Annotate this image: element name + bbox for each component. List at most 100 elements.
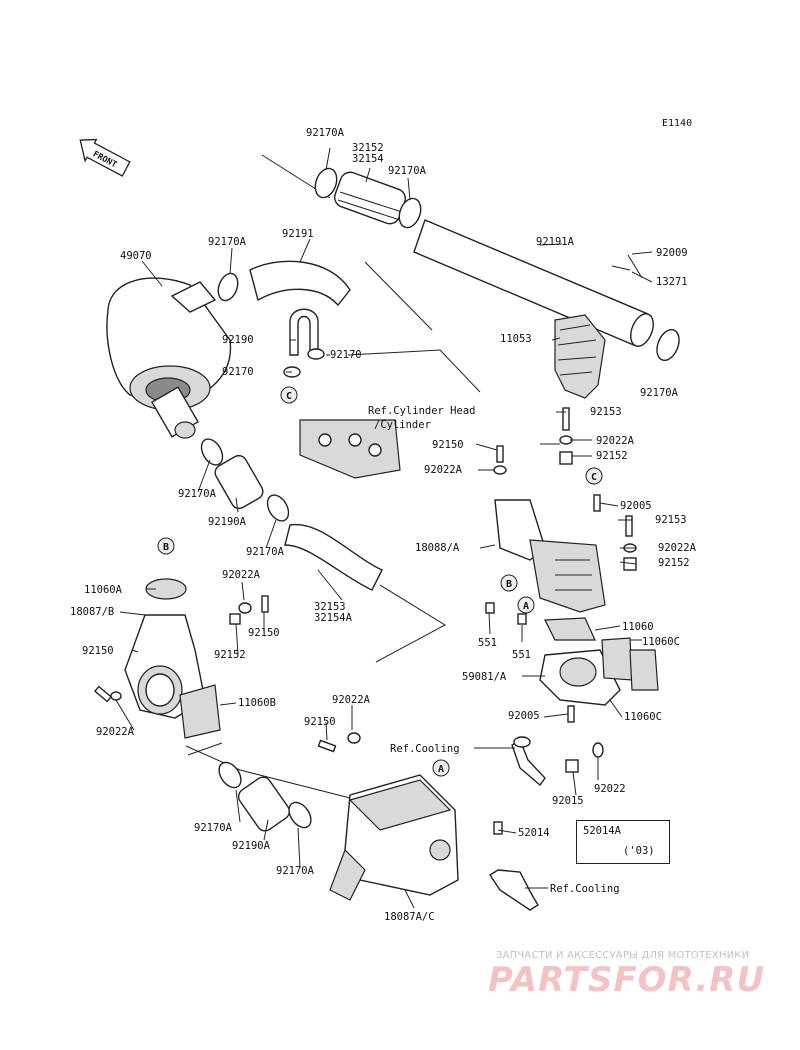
pin-551: [517, 613, 527, 625]
plug-52014: [493, 821, 503, 835]
pipe-32153: [284, 523, 383, 591]
part-label: 92005: [508, 710, 540, 722]
svg-text:A: A: [523, 601, 529, 612]
exhaust-pipe-18088A: [494, 499, 606, 613]
part-label: 92022A: [222, 569, 261, 581]
part-label: 92170A: [306, 127, 345, 139]
part-label: 52014: [518, 827, 550, 839]
hose-92191: [249, 260, 351, 307]
guide-line: [364, 261, 433, 331]
part-label: 92190: [222, 334, 254, 346]
part-label: 92190A: [208, 516, 247, 528]
clamp-92170A: [656, 328, 680, 362]
gasket-11060: [544, 617, 596, 641]
part-label: 11060A: [84, 584, 123, 596]
collar-92152: [229, 613, 241, 625]
callout-b-right: B: [500, 574, 518, 592]
part-label: 92022A: [596, 435, 635, 447]
callout-c-right: C: [585, 467, 603, 485]
leader-line: [115, 147, 653, 909]
part-label: 92152: [596, 450, 628, 462]
heat-shield-11053: [554, 314, 606, 399]
plug-92015: [565, 759, 579, 773]
part-label: 11053: [500, 333, 532, 345]
part-label: 92022A: [424, 464, 463, 476]
part-label: Ref.Cylinder Head: [368, 405, 475, 417]
clamp: [513, 736, 531, 748]
part-label: 551: [478, 637, 497, 649]
callout-c-top: C: [280, 386, 298, 404]
clamp-92170A: [314, 167, 338, 199]
washer-92022A: [493, 465, 507, 475]
part-label: 92170A: [388, 165, 427, 177]
gasket-11060C: [601, 637, 633, 681]
part-label: 92009: [656, 247, 688, 259]
note-box: 52014A ('03): [576, 820, 670, 864]
bolt-92150: [317, 739, 337, 753]
bolt-92150: [496, 445, 504, 463]
clamp-92170A: [217, 272, 239, 302]
bolt-92150: [93, 685, 113, 703]
svg-text:B: B: [163, 542, 169, 553]
part-label: 92191A: [536, 236, 575, 248]
part-label: 92170A: [208, 236, 247, 248]
part-label: 18088/A: [415, 542, 460, 554]
fitting-92005: [593, 494, 601, 512]
part-label: Ref.Cooling: [550, 883, 620, 895]
part-label: 92005: [620, 500, 652, 512]
exhaust-manifold-18087B: [124, 614, 206, 719]
bolt-92009: [627, 254, 643, 279]
manifold-59081A: [539, 649, 621, 706]
svg-text:C: C: [591, 472, 597, 483]
clamp-92170A: [218, 761, 242, 789]
guide-line: [187, 742, 223, 756]
part-label: 92191: [282, 228, 314, 240]
clamp-92170A: [288, 801, 312, 829]
part-label: 92022A: [658, 542, 697, 554]
clamp-92170: [307, 348, 325, 360]
pin-551: [485, 602, 495, 614]
callout-b-left: B: [157, 537, 175, 555]
guide-line: [375, 584, 447, 663]
watermark-subtitle: ЗАПЧАСТИ И АКСЕССУАРЫ ДЛЯ МОТОТЕХНИКИ: [496, 950, 750, 961]
cylinder-head: [299, 419, 401, 479]
part-label: 32154: [352, 153, 384, 165]
cooling-hose: [511, 738, 546, 787]
part-label: 49070: [120, 250, 152, 262]
part-label: 92170A: [178, 488, 217, 500]
part-label: 32154A: [314, 612, 353, 624]
clamp-92170A: [398, 197, 422, 229]
front-arrow-icon: FRONT: [79, 138, 131, 177]
part-label: 92170A: [194, 822, 233, 834]
svg-text:C: C: [286, 391, 292, 402]
note-part: 52014A: [583, 825, 621, 837]
note-year: ('03): [623, 845, 655, 857]
fitting-92005: [567, 705, 575, 723]
part-label: 92150: [248, 627, 280, 639]
hose-92190: [289, 308, 319, 356]
expansion-chamber-18087AC: [329, 774, 459, 901]
part-label: 59081/A: [462, 671, 507, 683]
part-label: 11060B: [238, 697, 276, 709]
part-label: 92150: [304, 716, 336, 728]
part-label: 551: [512, 649, 531, 661]
gasket-11060C: [629, 649, 659, 691]
part-label: 92170A: [246, 546, 285, 558]
part-label: Ref.Cooling: [390, 743, 460, 755]
band-13271: [611, 265, 631, 271]
svg-text:A: A: [438, 764, 444, 775]
washer-92022A: [347, 732, 361, 744]
part-label: 92153: [590, 406, 622, 418]
callout-a-bottom: A: [432, 759, 450, 777]
part-label: 18087A/C: [384, 911, 435, 923]
gasket-11060B: [179, 684, 221, 739]
clamp-92170A: [266, 494, 290, 522]
part-label: 92152: [658, 557, 690, 569]
part-label: 11060C: [624, 711, 662, 723]
part-label: 92170: [222, 366, 254, 378]
watermark-logo: PARTSFOR.RU: [488, 960, 766, 1000]
part-label: 92150: [432, 439, 464, 451]
svg-text:B: B: [506, 579, 512, 590]
